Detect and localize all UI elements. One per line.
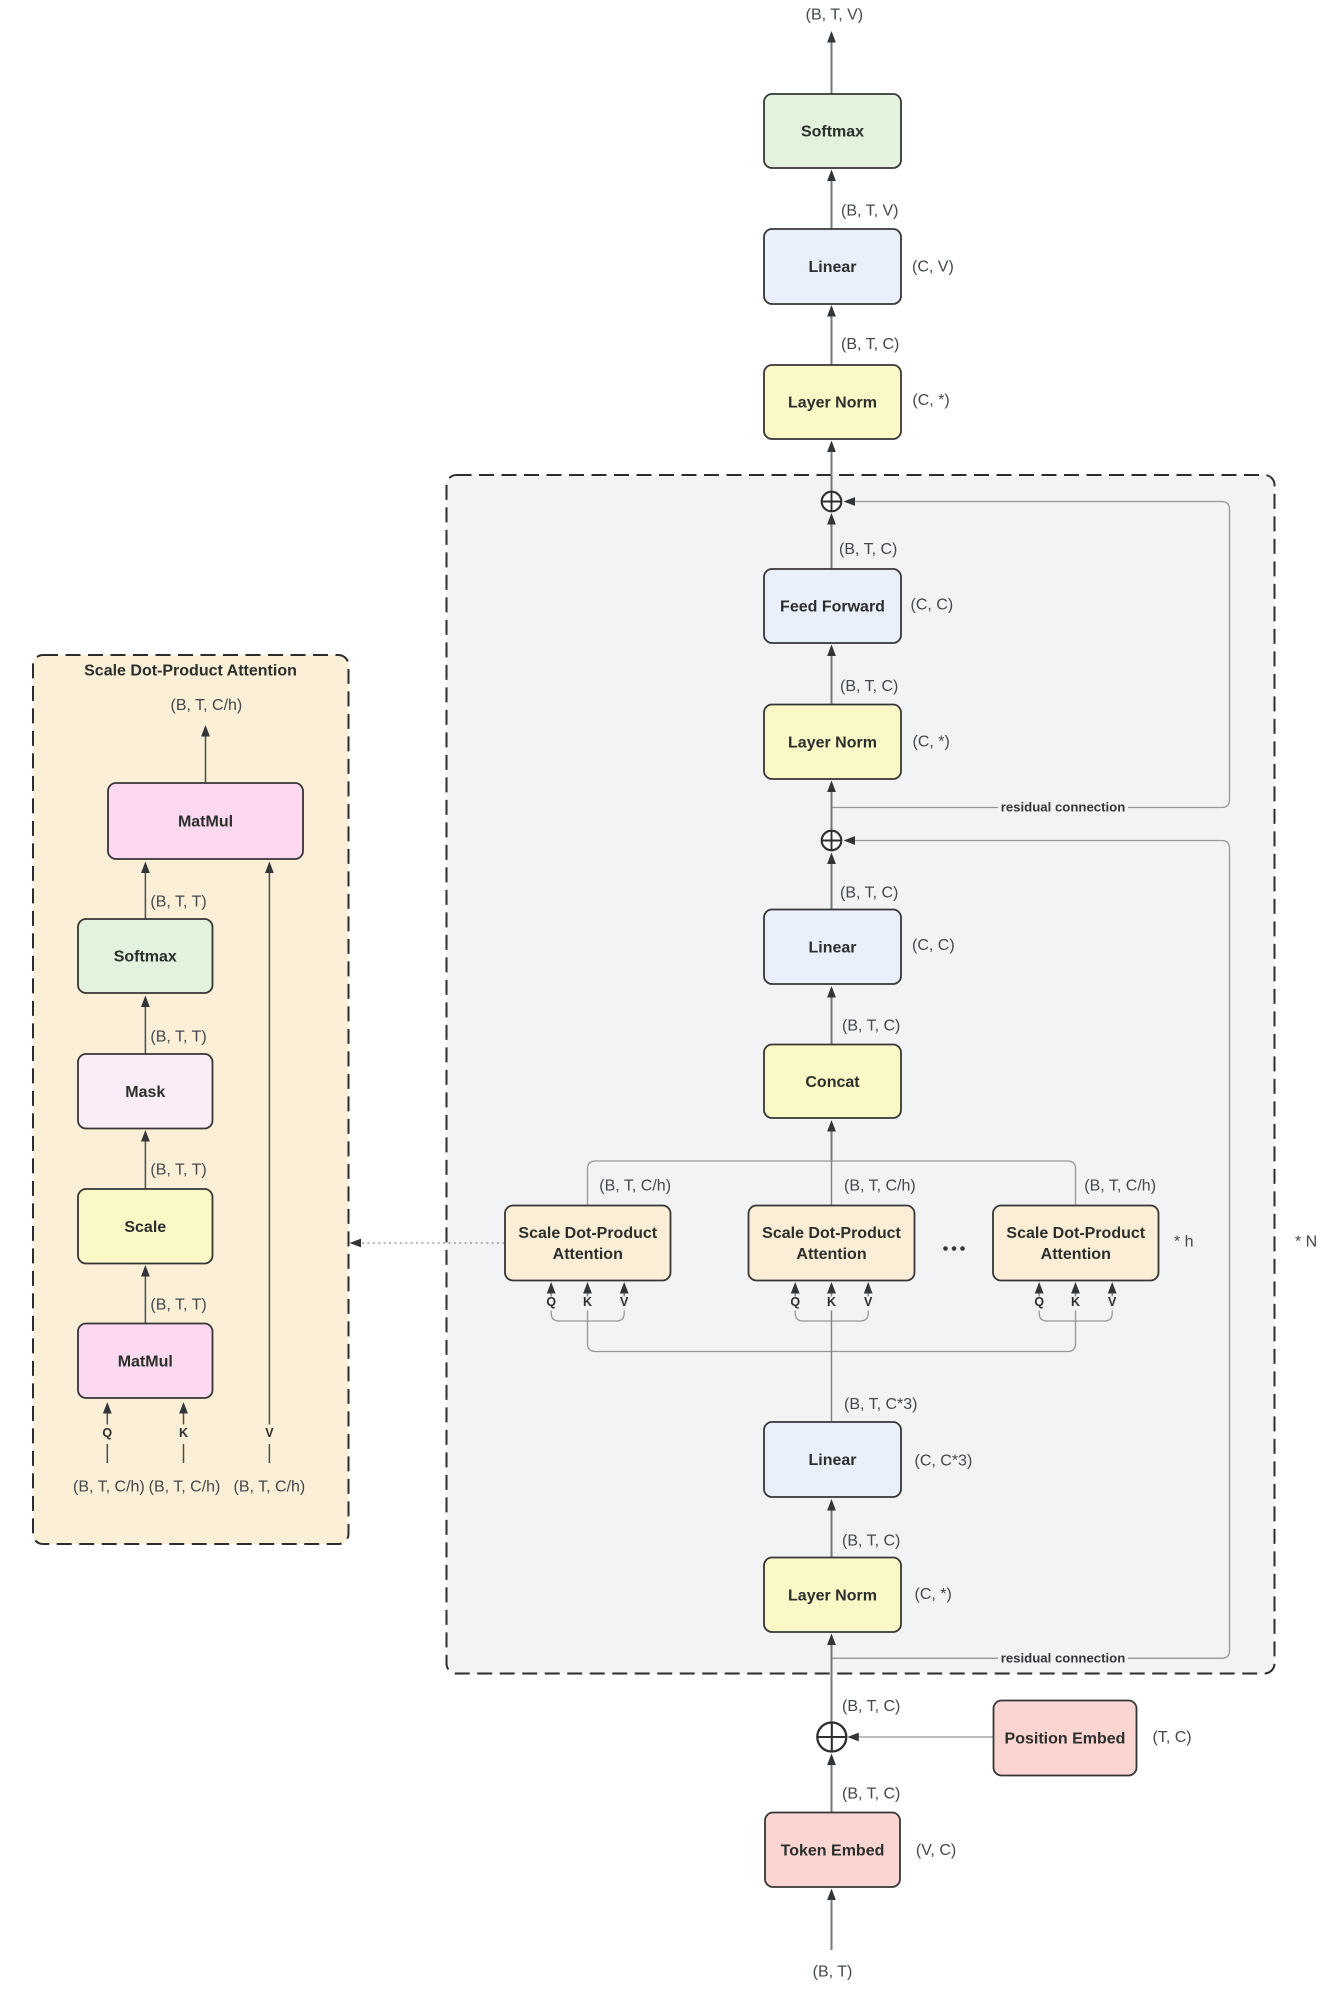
- svg-text:(B, T, T): (B, T, T): [150, 1029, 206, 1046]
- svg-text:(B, T, C): (B, T, C): [841, 336, 899, 353]
- svg-text:(B, T, C): (B, T, C): [840, 885, 898, 902]
- svg-text:(C, *): (C, *): [915, 1586, 952, 1603]
- svg-text:(B, T, C/h): (B, T, C/h): [844, 1178, 916, 1195]
- svg-text:Position Embed: Position Embed: [1005, 1731, 1126, 1748]
- svg-text:Attention: Attention: [796, 1246, 866, 1263]
- svg-text:(B, T, T): (B, T, T): [150, 894, 206, 911]
- svg-text:(B, T, T): (B, T, T): [150, 1297, 206, 1314]
- svg-text:(B, T, V): (B, T, V): [841, 203, 899, 220]
- svg-text:(B, T, C/h): (B, T, C/h): [149, 1478, 221, 1495]
- svg-text:Scale Dot-Product Attention: Scale Dot-Product Attention: [84, 663, 297, 680]
- svg-text:Q: Q: [790, 1295, 800, 1309]
- svg-text:K: K: [179, 1426, 188, 1440]
- svg-text:(T, C): (T, C): [1153, 1729, 1192, 1746]
- svg-text:(B, T, T): (B, T, T): [150, 1162, 206, 1179]
- svg-text:V: V: [1108, 1295, 1117, 1309]
- svg-text:(C, *): (C, *): [912, 392, 949, 409]
- svg-text:Layer Norm: Layer Norm: [788, 734, 877, 751]
- svg-text:Q: Q: [546, 1295, 556, 1309]
- svg-text:V: V: [265, 1426, 274, 1440]
- svg-text:Scale Dot-Product: Scale Dot-Product: [1006, 1225, 1145, 1242]
- svg-text:Attention: Attention: [553, 1246, 623, 1263]
- svg-text:V: V: [864, 1295, 873, 1309]
- svg-text:K: K: [827, 1295, 836, 1309]
- svg-text:(C, C*3): (C, C*3): [915, 1452, 973, 1469]
- svg-text:Scale Dot-Product: Scale Dot-Product: [762, 1225, 901, 1242]
- svg-text:K: K: [583, 1295, 592, 1309]
- svg-text:Attention: Attention: [1041, 1246, 1111, 1263]
- svg-text:(B, T, C/h): (B, T, C/h): [1084, 1178, 1156, 1195]
- svg-text:Layer Norm: Layer Norm: [788, 1587, 877, 1604]
- svg-text:Token Embed: Token Embed: [781, 1842, 885, 1859]
- svg-text:Linear: Linear: [808, 939, 856, 956]
- svg-text:(B, T, C/h): (B, T, C/h): [599, 1178, 671, 1195]
- svg-text:Softmax: Softmax: [801, 124, 864, 141]
- svg-text:Q: Q: [1034, 1295, 1044, 1309]
- svg-text:MatMul: MatMul: [118, 1353, 173, 1370]
- svg-text:(B, T): (B, T): [813, 1964, 853, 1981]
- svg-text:residual connection: residual connection: [1001, 1650, 1126, 1665]
- svg-text:Concat: Concat: [805, 1074, 860, 1091]
- svg-text:(B, T, C): (B, T, C): [842, 1698, 900, 1715]
- svg-text:(B, T, C): (B, T, C): [842, 1532, 900, 1549]
- svg-text:Layer Norm: Layer Norm: [788, 395, 877, 412]
- svg-text:* N: * N: [1295, 1233, 1317, 1250]
- svg-text:Mask: Mask: [125, 1084, 165, 1101]
- svg-text:(B, T, C/h): (B, T, C/h): [73, 1478, 145, 1495]
- svg-text:Scale: Scale: [124, 1219, 166, 1236]
- svg-text:(C, *): (C, *): [913, 733, 950, 750]
- svg-text:(B, T, V): (B, T, V): [806, 7, 864, 24]
- svg-text:(B, T, C/h): (B, T, C/h): [234, 1478, 306, 1495]
- svg-text:(B, T, C): (B, T, C): [842, 1785, 900, 1802]
- svg-text:(V, C): (V, C): [916, 1842, 956, 1859]
- svg-text:V: V: [620, 1295, 629, 1309]
- svg-text:Q: Q: [102, 1426, 112, 1440]
- svg-text:(C, C): (C, C): [912, 937, 955, 954]
- svg-text:K: K: [1071, 1295, 1080, 1309]
- svg-text:Feed Forward: Feed Forward: [780, 599, 885, 616]
- svg-text:(B, T, C): (B, T, C): [839, 541, 897, 558]
- svg-text:Softmax: Softmax: [114, 949, 177, 966]
- svg-text:(B, T, C): (B, T, C): [840, 678, 898, 695]
- svg-text:* h: * h: [1174, 1233, 1194, 1250]
- svg-text:(B, T, C/h): (B, T, C/h): [171, 697, 243, 714]
- svg-text:MatMul: MatMul: [178, 814, 233, 831]
- svg-text:Linear: Linear: [808, 1452, 856, 1469]
- svg-text:(C, C): (C, C): [911, 597, 954, 614]
- svg-text:(C, V): (C, V): [912, 259, 954, 276]
- svg-text:Scale Dot-Product: Scale Dot-Product: [518, 1225, 657, 1242]
- svg-text:(B, T, C*3): (B, T, C*3): [844, 1396, 918, 1413]
- svg-text:(B, T, C): (B, T, C): [842, 1017, 900, 1034]
- svg-text:residual connection: residual connection: [1001, 800, 1126, 815]
- svg-text:Linear: Linear: [808, 259, 856, 276]
